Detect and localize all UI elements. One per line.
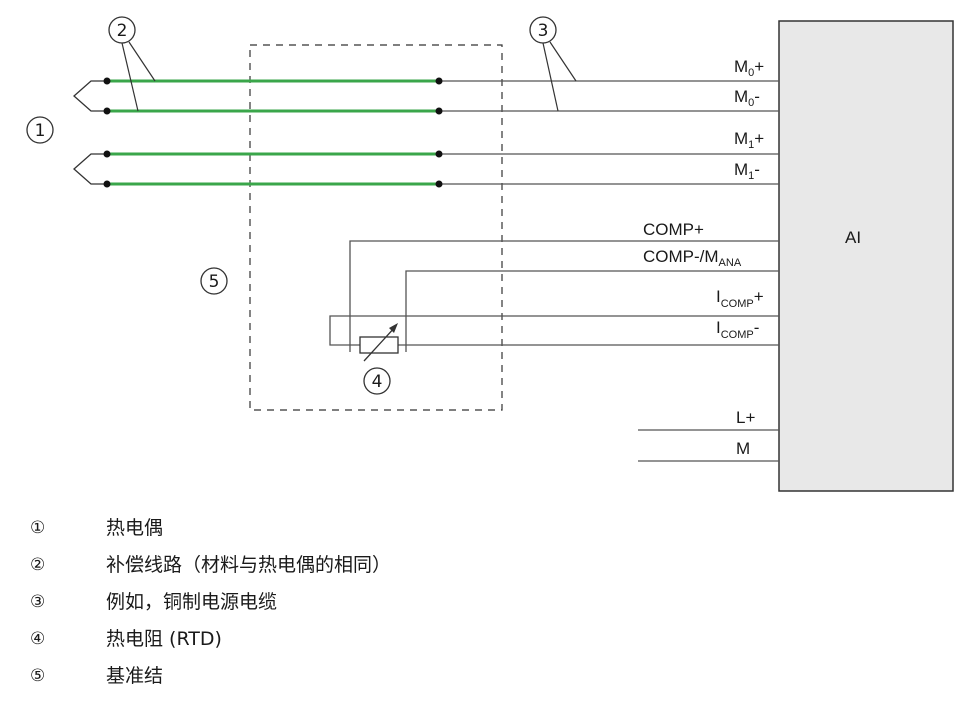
legend-number: ②: [30, 555, 46, 575]
module-label: AI: [845, 228, 861, 247]
callout-3-leader: [542, 42, 559, 112]
terminal-comp-minus-mana: COMP-/MANA: [643, 247, 742, 269]
legend-number: ⑤: [30, 666, 46, 686]
callout-1-text: 1: [35, 121, 46, 141]
junction-dot: [103, 150, 111, 158]
terminal-m1-plus: M1+: [734, 129, 764, 151]
wiring-diagram: AI 1 2 3 4 5: [26, 16, 954, 492]
junction-dot: [435, 77, 443, 85]
comp-minus-wire: [405, 270, 779, 352]
thermocouple-1: [73, 80, 107, 112]
callout-4-text: 4: [372, 372, 383, 392]
terminal-comp-plus: COMP+: [643, 220, 704, 239]
callout-5-circle: [200, 267, 228, 295]
callout-3-leader: [549, 41, 577, 82]
legend-text: 例如，铜制电源电缆: [106, 591, 278, 613]
comp-plus-wire: [349, 240, 779, 352]
callout-2-text: 2: [117, 21, 128, 41]
terminal-m: M: [736, 439, 750, 458]
callout-1-circle: [26, 116, 54, 144]
junction-dot: [103, 107, 111, 115]
terminal-m0-plus: M0+: [734, 57, 764, 79]
rtd-variable-arrow: [363, 325, 397, 362]
analog-input-module: [778, 20, 954, 492]
legend-number: ①: [30, 518, 46, 538]
thermocouple-2: [73, 153, 107, 185]
callout-2-leader: [128, 41, 156, 82]
callout-2-leader: [121, 42, 139, 112]
rtd-arrow-head: [389, 323, 398, 333]
legend-text: 热电偶: [106, 517, 164, 539]
terminal-lplus: L+: [736, 408, 755, 427]
legend-text: 热电阻 (RTD): [106, 628, 222, 650]
junction-dot: [435, 150, 443, 158]
junction-dot: [103, 77, 111, 85]
terminal-m1-minus: M1-: [734, 160, 760, 182]
terminal-icomp-plus: ICOMP+: [716, 287, 764, 310]
callout-5-text: 5: [209, 272, 220, 292]
junction-dot: [435, 107, 443, 115]
legend-number: ③: [30, 592, 46, 612]
reference-junction-box: [249, 44, 503, 411]
junction-dots: [103, 77, 443, 188]
junction-dot: [103, 180, 111, 188]
junction-dot: [435, 180, 443, 188]
terminal-icomp-minus: ICOMP-: [716, 318, 759, 341]
icomp-plus-wire: [329, 315, 779, 346]
callout-4-circle: [363, 367, 391, 395]
callout-3-text: 3: [538, 21, 549, 41]
terminal-m0-minus: M0-: [734, 87, 760, 109]
legend-number: ④: [30, 629, 46, 649]
legend-text: 补偿线路（材料与热电偶的相同）: [106, 554, 392, 576]
legend-text: 基准结: [106, 665, 164, 687]
